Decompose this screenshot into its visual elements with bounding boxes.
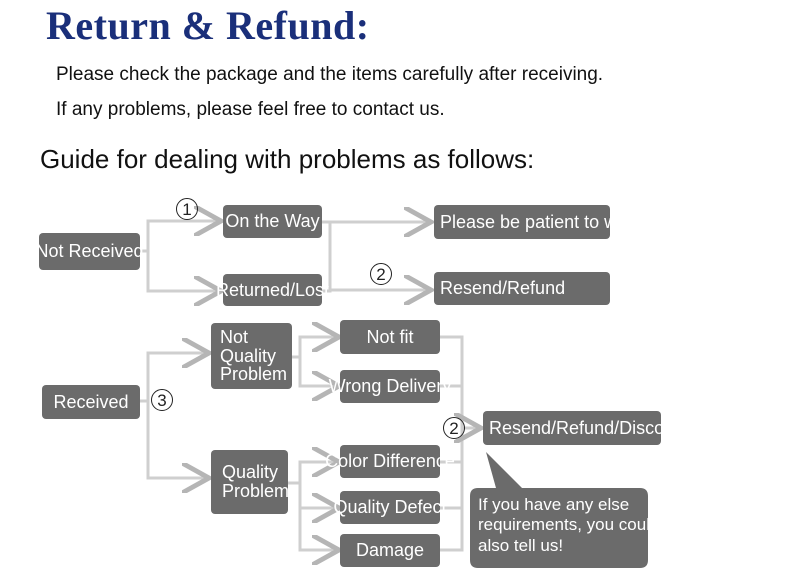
- resend-refund-box: Resend/Refund: [434, 272, 610, 305]
- step-marker-3: 3: [151, 389, 173, 411]
- bubble-note: If you have any else requirements, you c…: [478, 495, 659, 556]
- connector-not-quality-wrong: [298, 357, 336, 386]
- bubble-line-2: requirements, you could: [478, 515, 660, 535]
- not-fit-box: Not fit: [340, 320, 440, 354]
- not-quality-problem-box: Not Quality Problem: [211, 323, 292, 389]
- page-title: Return & Refund:: [46, 3, 370, 48]
- quality-defect-box: Quality Defect: [333, 491, 447, 524]
- not-quality-line-2: Quality: [220, 345, 277, 366]
- bubble-line-3: also tell us!: [478, 535, 564, 555]
- intro-line-2: If any problems, please feel free to con…: [56, 99, 445, 120]
- wrong-delivery-box: Wrong Delivery: [329, 370, 451, 403]
- color-difference-box: Color Difference: [325, 445, 455, 478]
- guide-heading: Guide for dealing with problems as follo…: [40, 144, 535, 174]
- quality-line-2: Problem: [222, 481, 290, 501]
- damage-box: Damage: [340, 534, 440, 567]
- step-marker-2-top: 2: [370, 263, 392, 285]
- quality-line-1: Quality: [222, 462, 279, 483]
- be-patient-box: Please be patient to wait: [434, 205, 636, 239]
- connector-quality-damage: [298, 508, 336, 550]
- connector-not-quality-not-fit: [292, 337, 336, 359]
- connector-on-the-way-merge: [322, 220, 332, 293]
- quality-problem-box: Quality Problem: [211, 450, 290, 514]
- resend-refund-discount-box: Resend/Refund/Discount: [483, 411, 689, 445]
- on-the-way-box: On the Way: [223, 205, 322, 238]
- connector-received-quality: [146, 401, 206, 478]
- returned-lost-box: Returned/Lost: [216, 274, 329, 306]
- connector-not-received-on-the-way: [140, 221, 218, 253]
- not-received-box: Not Received: [35, 233, 144, 270]
- not-quality-line-3: Problem: [220, 364, 288, 385]
- connector-quality-defect: [298, 483, 336, 508]
- step-marker-1: 1: [176, 198, 198, 220]
- step-marker-2-bottom: 2: [443, 417, 465, 439]
- intro-line-1: Please check the package and the items c…: [56, 64, 604, 85]
- received-box: Received: [42, 385, 140, 419]
- connector-quality-color: [288, 462, 336, 485]
- bubble-line-1: If you have any else: [478, 495, 630, 514]
- speech-bubble: [470, 452, 648, 568]
- not-quality-line-1: Not: [220, 326, 249, 347]
- connector-collector: [440, 335, 464, 552]
- connector-received-not-quality: [140, 353, 206, 403]
- connector-not-received-returned: [146, 251, 218, 291]
